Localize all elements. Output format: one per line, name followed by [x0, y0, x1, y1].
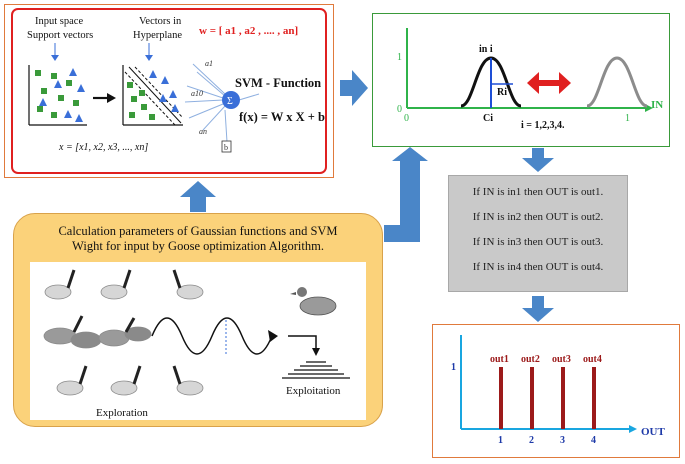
out-x-tick-3: 3: [560, 435, 565, 446]
input-space-plot: [28, 65, 87, 126]
ri-label: Ri: [497, 87, 507, 98]
weight-equation: w = [ a1 , a2 , .... , an]: [199, 25, 298, 37]
index-label: i = 1,2,3,4.: [521, 120, 565, 131]
pointer-arrowhead: [51, 55, 59, 61]
output-panel: 1 OUT out1 1 out2 2 out3 3 out4 4: [432, 324, 680, 458]
wave-arrowhead: [268, 330, 278, 342]
search-path-wave: [151, 317, 273, 355]
out-bar-2: [530, 367, 534, 429]
y-tick-one: 1: [397, 52, 402, 63]
goose-illustration: Exploitation Exploration: [30, 262, 366, 420]
rule-3: If IN is in3 then OUT is out3.: [472, 236, 604, 248]
arrow-gauss-to-rules: [522, 148, 554, 172]
out-bar-label-4: out4: [583, 354, 602, 365]
rule-4: If IN is in4 then OUT is out4.: [472, 261, 604, 273]
out-x-tick-2: 2: [529, 435, 534, 446]
goose-optimization-panel: Calculation parameters of Gaussian funct…: [13, 213, 383, 427]
rule-1: If IN is in1 then OUT is out1.: [472, 186, 604, 198]
input-vector-label: x = [x1, x2, x3, ..., xn]: [58, 142, 148, 153]
goose-title-line1: Calculation parameters of Gaussian funct…: [58, 224, 338, 238]
weight-a1-label: a1: [205, 59, 213, 68]
vectors-in-label: Vectors in: [139, 16, 182, 27]
gaussian-diagram: 1 0 0 1 IN in i Ri Ci i = 1,2,3,4.: [397, 28, 663, 131]
out-x-tick-4: 4: [591, 435, 596, 446]
out-bars: out1 1 out2 2 out3 3 out4 4: [490, 354, 602, 446]
input-space-label: Input space: [35, 16, 83, 27]
exploitation-path: [288, 335, 317, 350]
out-bar-4: [592, 367, 596, 429]
duck-figure: [290, 287, 337, 316]
svm-panel: Input space Support vectors Vectors in H…: [4, 4, 334, 178]
weight-an-label: an: [199, 127, 207, 136]
x-tick-one: 1: [625, 113, 630, 124]
neuron-diagram: Σ a1 a10 an b: [184, 59, 260, 153]
gaussian-panel: 1 0 0 1 IN in i Ri Ci i = 1,2,3,4.: [372, 13, 670, 147]
double-arrow: [527, 72, 571, 94]
out-bar-1: [499, 367, 503, 429]
axis-label-in: IN: [651, 99, 663, 111]
bias-box: [221, 140, 232, 153]
svm-diagram: Input space Support vectors Vectors in H…: [27, 16, 325, 153]
exploitation-label: Exploitation: [286, 385, 341, 397]
hyperplane-plot: [122, 65, 184, 126]
support-vectors-label: Support vectors: [27, 30, 93, 41]
y-tick-zero: 0: [397, 104, 402, 115]
in-i-label: in i: [479, 44, 493, 55]
goose-flock: [43, 269, 204, 396]
svm-function-label: SVM - Function: [235, 76, 321, 90]
rule-2: If IN is in2 then OUT is out2.: [472, 211, 604, 223]
arrow-svm-to-gauss: [340, 70, 368, 106]
out-bar-label-1: out1: [490, 354, 509, 365]
exploitation-arrowhead: [312, 348, 320, 356]
weight-a10-label: a10: [191, 89, 203, 98]
hyperplane-label: Hyperplane: [133, 30, 182, 41]
bias-label: b: [224, 143, 228, 152]
out-y-tick: 1: [451, 362, 456, 373]
gaussian-curve-gray: [586, 56, 648, 108]
arrow-goose-to-gauss: [384, 147, 428, 242]
exploration-label: Exploration: [96, 407, 148, 419]
arrow-goose-to-svm: [180, 181, 216, 212]
out-x-tick-1: 1: [498, 435, 503, 446]
goose-title-line2: Wight for input by Goose optimization Al…: [72, 239, 324, 253]
x-tick-zero: 0: [404, 113, 409, 124]
ci-label: Ci: [483, 113, 493, 124]
out-bar-label-3: out3: [552, 354, 571, 365]
arrow-rules-to-output: [522, 296, 554, 322]
output-chart: 1 OUT out1 1 out2 2 out3 3 out4 4: [451, 335, 666, 446]
out-x-axis-label: OUT: [641, 426, 666, 438]
out-bar-label-2: out2: [521, 354, 540, 365]
neuron-node: [222, 91, 240, 109]
neuron-sigma: Σ: [227, 96, 233, 107]
exploitation-steps: [282, 361, 350, 379]
svm-panel-inner: Input space Support vectors Vectors in H…: [11, 8, 327, 174]
out-bar-3: [561, 367, 565, 429]
function-equation: f(x) = W x X + b: [239, 110, 325, 124]
rules-panel: If IN is in1 then OUT is out1. If IN is …: [448, 175, 628, 292]
transform-arrowhead: [107, 93, 116, 103]
out-axis-arrowhead: [629, 425, 637, 433]
